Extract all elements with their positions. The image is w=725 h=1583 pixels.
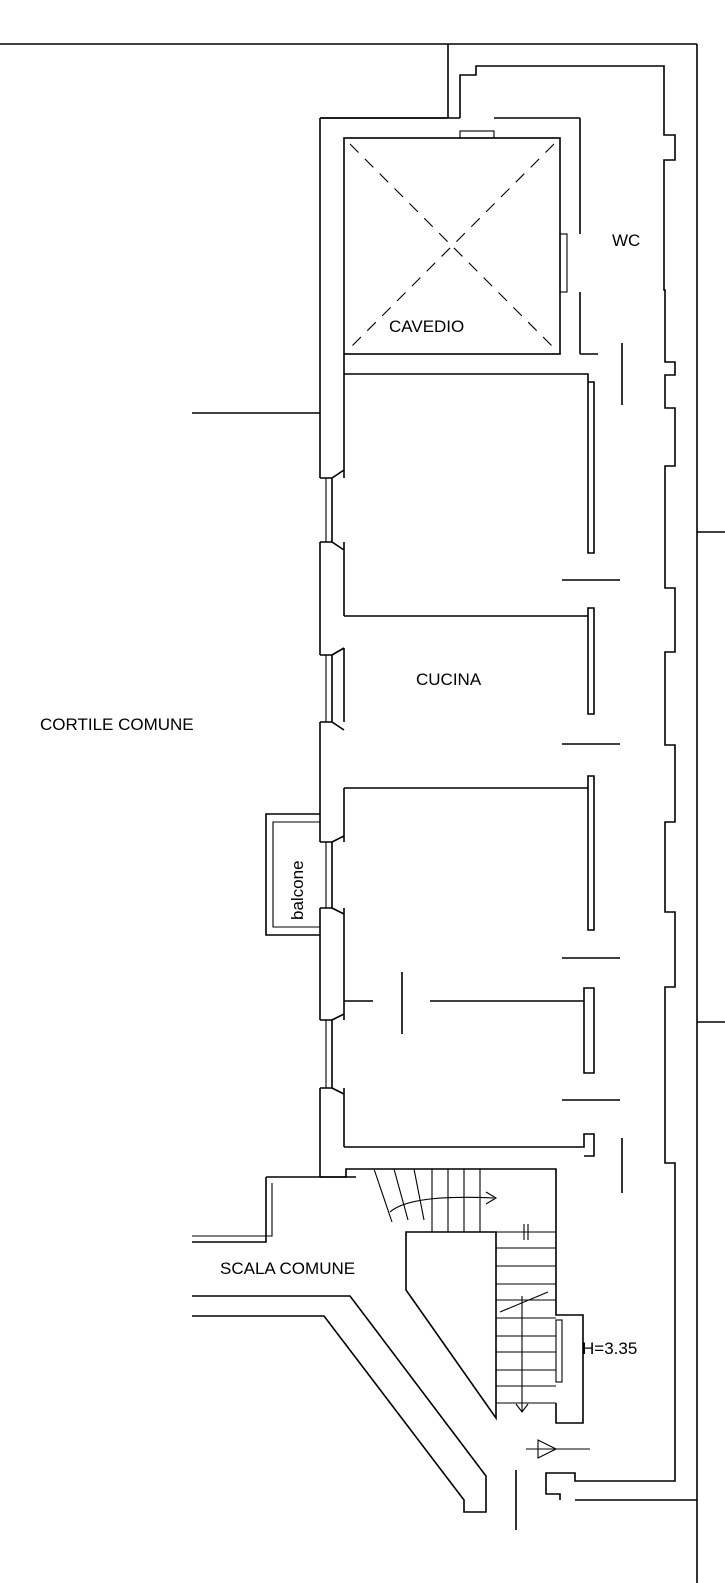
wc-and-right-wall bbox=[459, 65, 676, 1500]
scala-label: SCALA COMUNE bbox=[220, 1259, 355, 1278]
cavedio-well bbox=[320, 117, 598, 374]
cavedio-label: CAVEDIO bbox=[389, 317, 464, 336]
cortile-label: CORTILE COMUNE bbox=[40, 715, 194, 734]
entrance-corridor bbox=[192, 1295, 590, 1530]
balcony bbox=[265, 813, 320, 936]
apartment-outer-wall bbox=[192, 118, 345, 1177]
balcone-label: balcone bbox=[288, 860, 307, 920]
facade-windows bbox=[320, 469, 345, 1095]
common-staircase bbox=[192, 1168, 584, 1424]
height-note: H=3.35 bbox=[582, 1339, 637, 1358]
wc-label: WC bbox=[612, 231, 640, 250]
interior-partitions bbox=[320, 373, 620, 1178]
cucina-label: CUCINA bbox=[416, 670, 482, 689]
